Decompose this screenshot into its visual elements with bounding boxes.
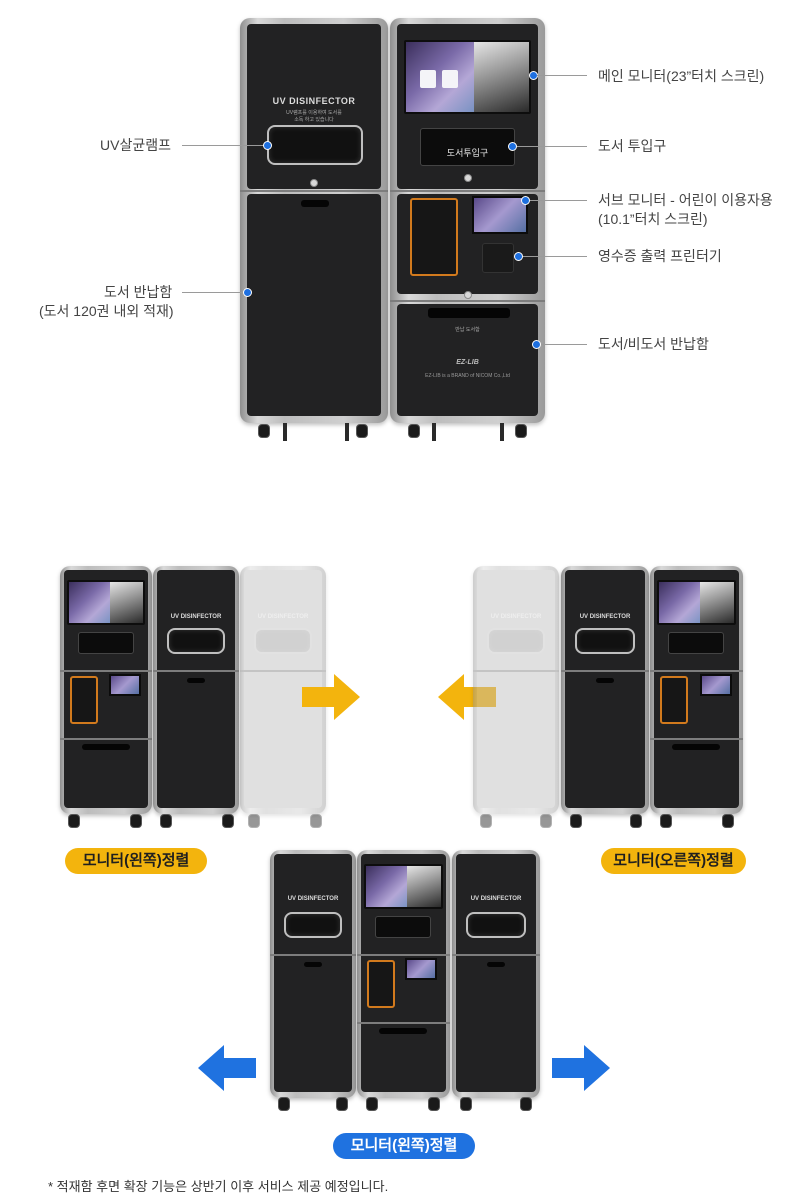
book-slot-label: 도서투입구 <box>446 148 489 158</box>
card-reader-panel <box>410 198 458 276</box>
label-receipt-printer: 영수증 출력 프린터기 <box>598 248 722 264</box>
handle <box>301 200 329 207</box>
uv-lamp-window <box>267 125 363 165</box>
main-monitor <box>67 580 145 625</box>
label-book-slot: 도서 투입구 <box>598 138 667 154</box>
arrow-left-icon <box>438 674 496 720</box>
leader-line <box>523 256 587 257</box>
leader-line <box>517 146 587 147</box>
main-monitor[interactable] <box>404 40 531 114</box>
receipt-printer <box>482 243 514 273</box>
leg <box>432 423 436 441</box>
label-return-box: 도서 반납함 <box>104 284 173 300</box>
marker-dot <box>263 141 272 150</box>
marker-dot <box>521 196 530 205</box>
leg <box>500 423 504 441</box>
uv-disinfector-cabinet: UV DISINFECTOR UV램프를 이용하여 도서를 소독 하고 있습니다 <box>240 18 388 423</box>
leg <box>283 423 287 441</box>
indicator-light <box>464 174 472 182</box>
sub-monitor[interactable] <box>472 196 528 234</box>
footnote: * 적재함 후면 확장 기능은 상반기 이후 서비스 제공 예정입니다. <box>48 1179 389 1194</box>
uv-disinfector-sub-2: 소독 하고 있습니다 <box>294 117 334 123</box>
wheel <box>356 424 368 438</box>
label-monitor-right: 모니터(오른쪽)정렬 <box>601 848 746 874</box>
label-sub-monitor: 서브 모니터 - 어린이 이용자용 <box>598 192 773 208</box>
indicator-light <box>464 291 472 299</box>
leader-line <box>541 344 587 345</box>
marker-dot <box>514 252 523 261</box>
arrow-right-icon <box>552 1045 610 1091</box>
leader-line <box>537 75 587 76</box>
uv-disinfector-sub-1: UV램프를 이용하여 도서를 <box>286 110 342 116</box>
marker-dot <box>508 142 517 151</box>
arrow-left-icon <box>198 1045 256 1091</box>
arrow-right-icon <box>302 674 360 720</box>
label-nonbook-return: 도서/비도서 반납함 <box>598 336 709 352</box>
label-monitor-center: 모니터(왼쪽)정렬 <box>333 1133 475 1159</box>
marker-dot <box>243 288 252 297</box>
leader-line <box>182 145 266 146</box>
label-monitor-left: 모니터(왼쪽)정렬 <box>65 848 207 874</box>
label-uv-lamp: UV살균램프 <box>100 137 171 153</box>
label-return-box-capacity: (도서 120권 내외 적재) <box>39 303 174 319</box>
label-sub-monitor-size: (10.1”터치 스크린) <box>598 211 708 227</box>
brand-logo: EZ-LIB <box>456 359 479 366</box>
leader-line <box>182 292 246 293</box>
book-slot[interactable] <box>420 128 515 166</box>
uv-disinfector-title: UV DISINFECTOR <box>272 96 356 106</box>
return-drop-slot[interactable] <box>428 308 510 318</box>
kiosk-cabinet: 도서투입구 반납 도서함 EZ-LIB EZ-LIB is a BRAND of… <box>390 18 545 423</box>
leg <box>345 423 349 441</box>
brand-line: EZ-LIB is a BRAND of NICOM Co.,Ltd <box>425 373 510 379</box>
indicator-light <box>310 179 318 187</box>
marker-dot <box>532 340 541 349</box>
leader-line <box>530 200 587 201</box>
return-slot-label: 반납 도서함 <box>455 327 480 333</box>
label-main-monitor: 메인 모니터(23”터치 스크린) <box>598 68 765 84</box>
wheel <box>515 424 527 438</box>
wheel <box>258 424 270 438</box>
wheel <box>408 424 420 438</box>
